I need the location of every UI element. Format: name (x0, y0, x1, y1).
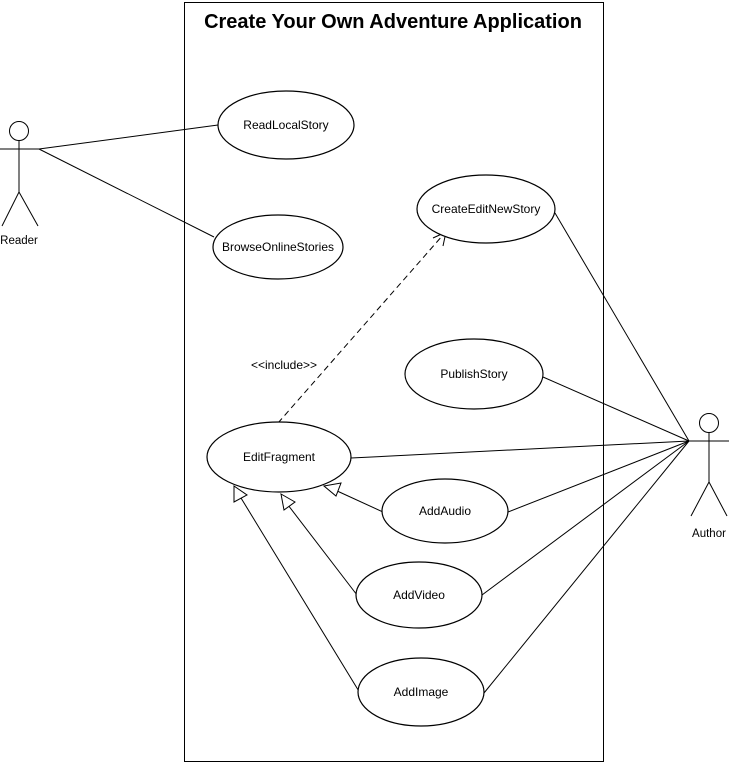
generalization-add-image-arrow (233, 485, 248, 503)
use-case-label: CreateEditNewStory (432, 202, 541, 216)
use-case-ellipse (355, 561, 483, 629)
use-case-add-video[interactable]: AddVideo (355, 561, 483, 629)
include-dependency-line (277, 234, 444, 424)
author-right-leg (708, 481, 728, 517)
use-case-ellipse (381, 478, 509, 544)
assoc-author-publish-story (542, 376, 690, 442)
use-case-label: ReadLocalStory (243, 118, 328, 132)
use-case-create-edit-new-story[interactable]: CreateEditNewStory (416, 174, 556, 244)
use-case-label: AddVideo (393, 588, 445, 602)
generalization-add-video-line (287, 504, 358, 596)
use-case-add-audio[interactable]: AddAudio (381, 478, 509, 544)
assoc-author-add-video (481, 440, 690, 596)
use-case-label: AddImage (394, 685, 449, 699)
generalization-add-image-line (240, 497, 361, 694)
use-case-label: BrowseOnlineStories (222, 240, 334, 254)
use-case-edit-fragment[interactable]: EditFragment (206, 421, 352, 493)
use-case-read-local-story[interactable]: ReadLocalStory (217, 90, 355, 160)
reader-label: Reader (0, 235, 38, 247)
use-case-ellipse (212, 214, 344, 280)
assoc-author-add-audio (507, 440, 690, 513)
reader-head (9, 121, 29, 141)
use-case-ellipse (416, 174, 556, 244)
use-case-ellipse (217, 90, 355, 160)
generalization-add-audio-line (334, 489, 384, 513)
use-case-ellipse (206, 421, 352, 493)
reader-right-leg (18, 191, 39, 227)
use-case-label: EditFragment (243, 450, 316, 464)
assoc-author-add-image (483, 440, 690, 694)
use-case-ellipse (404, 338, 544, 410)
generalization-add-video-arrow (280, 493, 296, 511)
author-label: Author (692, 528, 726, 540)
use-case-label: AddAudio (419, 504, 471, 518)
use-case-label: PublishStory (440, 367, 507, 381)
assoc-reader-browse-online-stories (38, 148, 215, 238)
author-actor[interactable]: Author (689, 413, 729, 541)
use-case-browse-online-stories[interactable]: BrowseOnlineStories (212, 214, 344, 280)
author-left-leg (690, 481, 710, 517)
use-case-ellipse (357, 657, 485, 727)
assoc-reader-read-local-story (38, 124, 219, 150)
system-boundary (184, 2, 604, 762)
use-case-publish-story[interactable]: PublishStory (404, 338, 544, 410)
author-head (699, 413, 719, 433)
reader-actor[interactable]: Reader (0, 121, 39, 248)
assoc-author-create-edit-new-story (554, 212, 690, 442)
include-label: <<include>> (251, 358, 317, 372)
use-case-add-image[interactable]: AddImage (357, 657, 485, 727)
assoc-author-edit-fragment (350, 440, 690, 459)
reader-left-leg (1, 191, 20, 227)
generalization-add-audio-arrow (322, 482, 342, 497)
system-title: Create Your Own Adventure Application (204, 11, 582, 33)
